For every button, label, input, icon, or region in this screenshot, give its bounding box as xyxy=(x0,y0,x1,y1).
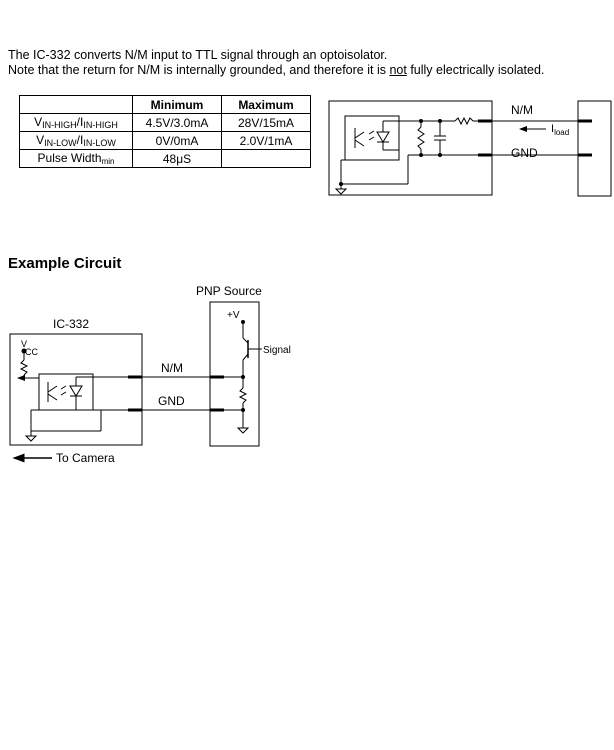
intro-line-2-underlined: not xyxy=(389,63,407,77)
spec-row-high-min: 4.5V/3.0mA xyxy=(132,113,222,132)
top-circuit-diagram xyxy=(328,100,612,197)
intro-text: The IC-332 converts N/M input to TTL sig… xyxy=(8,48,544,78)
spec-row-pulse-max xyxy=(221,149,311,168)
intro-line-2: Note that the return for N/M is internal… xyxy=(8,63,544,78)
top-ic-box xyxy=(328,100,493,196)
top-optoisolator-icon xyxy=(344,115,400,161)
spec-table: Minimum Maximum VIN-HIGH/IIN-HIGH 4.5V/3… xyxy=(19,95,311,168)
top-load-box xyxy=(577,100,612,197)
spec-row-pulse: Pulse Widthmin 48μS xyxy=(19,149,311,168)
example-gnd-label: GND xyxy=(158,394,185,408)
spec-row-high-label: VIN-HIGH/IIN-HIGH xyxy=(19,113,133,132)
signal-label: Signal xyxy=(263,345,291,356)
example-circuit-heading: Example Circuit xyxy=(8,255,122,272)
intro-line-2-start: Note that the return for N/M is internal… xyxy=(8,63,390,77)
spec-header-maximum: Maximum xyxy=(221,95,311,114)
intro-line-1: The IC-332 converts N/M input to TTL sig… xyxy=(8,48,388,62)
example-pnp-box xyxy=(209,301,260,447)
top-iload-label: Iload xyxy=(551,123,569,137)
spec-row-pulse-min: 48μS xyxy=(132,149,222,168)
pnp-source-label: PNP Source xyxy=(196,284,262,298)
example-optoisolator-icon xyxy=(38,373,94,411)
spec-header-row: Minimum Maximum xyxy=(19,95,311,114)
plus-v-label: +V xyxy=(227,310,240,321)
top-gnd-label: GND xyxy=(511,146,538,160)
ic-332-label: IC-332 xyxy=(53,317,89,331)
to-camera-label: To Camera xyxy=(56,451,115,465)
example-circuit-diagram xyxy=(9,301,262,463)
example-nm-label: N/M xyxy=(161,361,183,375)
spec-row-low-max: 2.0V/1mA xyxy=(221,131,311,150)
top-nm-label: N/M xyxy=(511,103,533,117)
example-ic-box xyxy=(9,333,143,446)
intro-line-2-end: fully electrically isolated. xyxy=(406,63,545,77)
spec-header-minimum: Minimum xyxy=(132,95,222,114)
